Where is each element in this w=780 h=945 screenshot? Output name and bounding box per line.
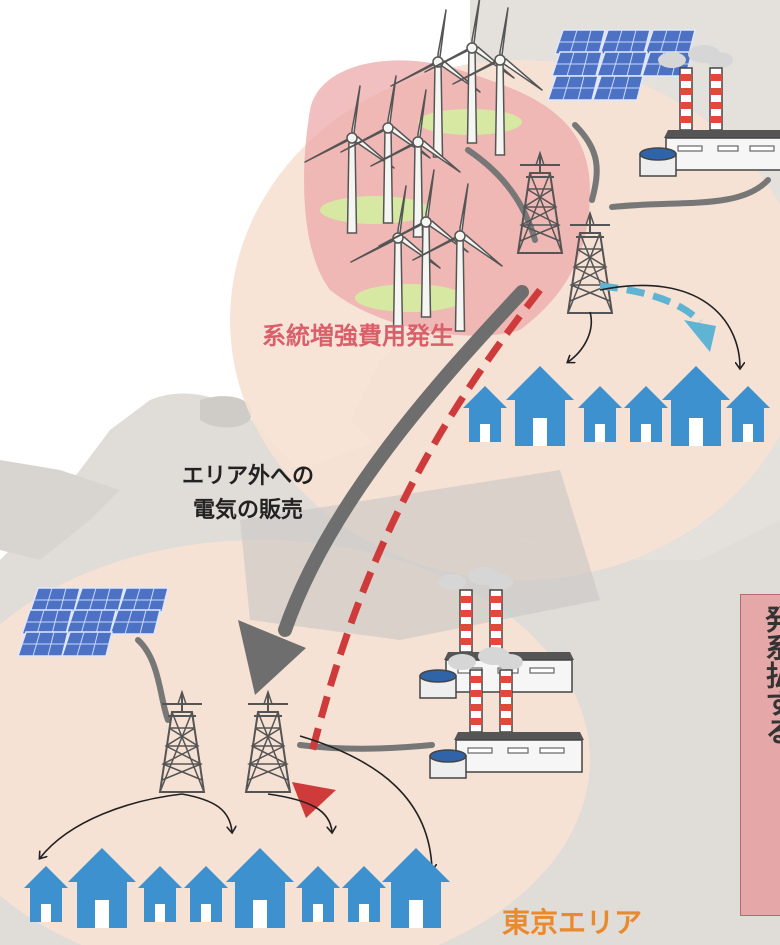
grid-upgrade-cost-label: 系統増強費用発生: [262, 322, 454, 350]
sale-label-line-1: エリア外への: [182, 464, 315, 489]
side-note-text: 発系払する: [761, 605, 780, 745]
sale-arrow: [238, 285, 529, 695]
out-of-area-sale-label: エリア外への 電気の販売: [182, 460, 314, 528]
distribution-arrows: [40, 284, 740, 870]
interconnect-corridor: [240, 470, 600, 640]
tokyo-area-label: 東京エリア: [502, 906, 643, 939]
side-note-box: 発系払する: [740, 594, 780, 916]
tokyo-region: [0, 540, 590, 945]
wind-farm-zone: [304, 60, 590, 336]
sale-label-line-2: 電気の販売: [193, 498, 304, 524]
power-flow-arrow: [292, 287, 543, 818]
